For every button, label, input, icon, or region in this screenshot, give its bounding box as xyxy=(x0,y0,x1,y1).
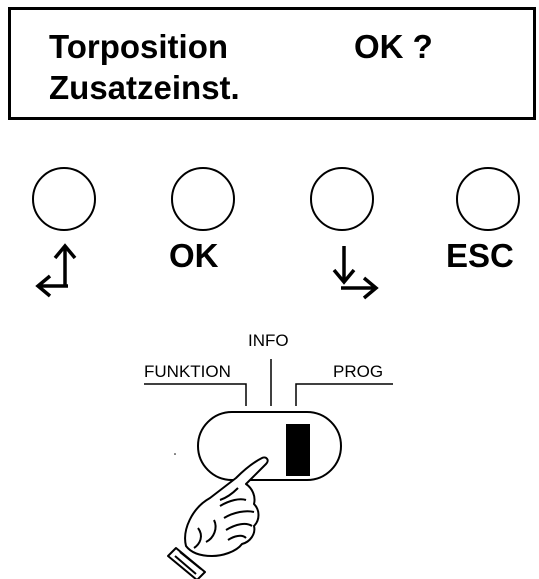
selector-knob[interactable] xyxy=(286,424,310,476)
selector-label-info: INFO xyxy=(248,331,289,350)
lcd-display: Torposition OK ? Zusatzeinst. xyxy=(8,7,536,120)
selector-leader-lines xyxy=(144,359,393,406)
display-line1-right: OK ? xyxy=(354,28,433,65)
esc-button-label: ESC xyxy=(446,237,514,274)
ok-button[interactable] xyxy=(171,167,235,231)
display-line2: Zusatzeinst. xyxy=(49,69,240,106)
arrow-down-right-icon xyxy=(332,246,379,300)
selector-label-funktion: FUNKTION xyxy=(144,362,231,381)
arrow-up-left-icon xyxy=(35,243,77,298)
esc-button[interactable] xyxy=(456,167,520,231)
pointing-hand-icon xyxy=(167,453,269,579)
selector-switch[interactable] xyxy=(197,411,342,481)
selector-label-prog: PROG xyxy=(333,362,384,381)
up-left-button[interactable] xyxy=(32,167,96,231)
down-right-button[interactable] xyxy=(310,167,374,231)
ok-button-label: OK xyxy=(169,237,219,274)
display-line1-left: Torposition xyxy=(49,28,229,65)
